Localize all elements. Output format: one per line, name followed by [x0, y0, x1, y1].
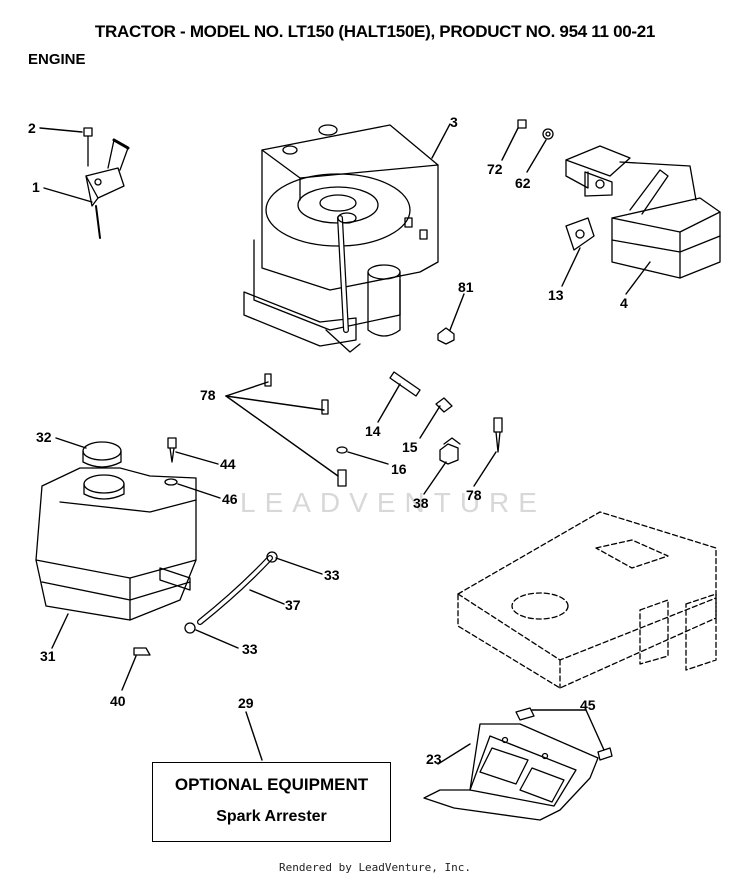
watermark-text: LEADVENTURE [240, 487, 546, 518]
callout-78-bolt: 78 [466, 487, 482, 503]
callout-33-upper: 33 [324, 567, 340, 583]
callout-15: 15 [402, 439, 418, 455]
callout-14: 14 [365, 423, 381, 439]
footer-credit: Rendered by LeadVenture, Inc. [278, 861, 472, 874]
callout-46: 46 [222, 491, 238, 507]
section-heading: ENGINE [28, 51, 86, 68]
muffler-part [517, 119, 721, 279]
callout-1: 1 [32, 179, 40, 195]
callout-45: 45 [580, 697, 596, 713]
callout-3: 3 [450, 114, 458, 130]
callout-62: 62 [515, 175, 531, 191]
optional-equipment-title: OPTIONAL EQUIPMENT [174, 775, 369, 794]
optional-equipment-box: OPTIONAL EQUIPMENT Spark Arrester [152, 762, 391, 842]
callout-33-lower: 33 [242, 641, 258, 657]
fuel-tank-part [35, 437, 197, 621]
leader-lines [39, 123, 651, 765]
spark-arrester-label: Spark Arrester [216, 808, 327, 825]
callout-81: 81 [458, 279, 474, 295]
spark-arrester-bracket-part [423, 707, 613, 821]
callout-44: 44 [220, 456, 236, 472]
callout-29: 29 [238, 695, 254, 711]
callout-23: 23 [426, 751, 442, 767]
callout-16: 16 [391, 461, 407, 477]
callout-13: 13 [548, 287, 564, 303]
callout-37: 37 [285, 597, 301, 613]
page-title: TRACTOR - MODEL NO. LT150 (HALT150E), PR… [94, 22, 656, 41]
callout-38: 38 [413, 495, 429, 511]
callout-78-engine-bolts: 78 [200, 387, 216, 403]
engine-part [243, 124, 439, 353]
callout-40: 40 [110, 693, 126, 709]
fuel-line-part [133, 551, 278, 656]
callout-72: 72 [487, 161, 503, 177]
callout-2: 2 [28, 120, 36, 136]
throttle-control-part [83, 127, 130, 239]
frame-part [457, 511, 717, 689]
callout-32: 32 [36, 429, 52, 445]
callout-31: 31 [40, 648, 56, 664]
callout-4: 4 [620, 295, 628, 311]
hardware-parts [264, 327, 503, 487]
